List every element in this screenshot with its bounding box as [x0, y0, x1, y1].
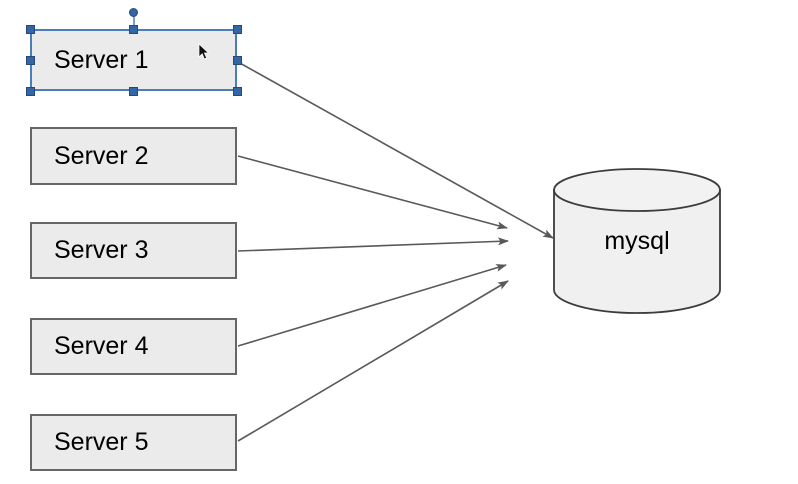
node-mysql-label: mysql	[604, 226, 670, 255]
edge-server-1-mysql[interactable]	[237, 61, 554, 239]
handle-top-right[interactable]	[233, 25, 242, 34]
edge-server-5-mysql[interactable]	[237, 280, 509, 442]
node-server-2[interactable]: Server 2	[30, 127, 237, 185]
edge-server-3-mysql[interactable]	[237, 237, 509, 252]
handle-bottom-center[interactable]	[129, 87, 138, 96]
handle-rotate[interactable]	[129, 8, 138, 17]
node-server-1-label: Server 1	[54, 45, 149, 74]
handle-middle-right[interactable]	[233, 56, 242, 65]
handle-middle-left[interactable]	[26, 56, 35, 65]
node-server-3-label: Server 3	[54, 236, 149, 264]
node-server-4[interactable]: Server 4	[30, 318, 237, 375]
mouse-pointer-icon	[198, 43, 210, 60]
node-server-4-label: Server 4	[54, 332, 149, 360]
node-server-5[interactable]: Server 5	[30, 414, 237, 471]
cylinder-top-ellipse	[553, 168, 721, 212]
handle-top-center[interactable]	[129, 25, 138, 34]
node-server-1[interactable]: Server 1	[30, 29, 237, 91]
handle-top-left[interactable]	[26, 25, 35, 34]
cylinder-body	[553, 189, 721, 314]
handle-bottom-left[interactable]	[26, 87, 35, 96]
rotate-handle-stem	[133, 12, 135, 31]
node-mysql-database[interactable]	[553, 168, 721, 314]
edge-server-4-mysql[interactable]	[237, 264, 507, 347]
handle-bottom-right[interactable]	[233, 87, 242, 96]
node-server-2-label: Server 2	[54, 141, 149, 170]
edge-server-2-mysql[interactable]	[237, 155, 508, 230]
node-server-5-label: Server 5	[54, 428, 149, 456]
node-server-3[interactable]: Server 3	[30, 222, 237, 279]
